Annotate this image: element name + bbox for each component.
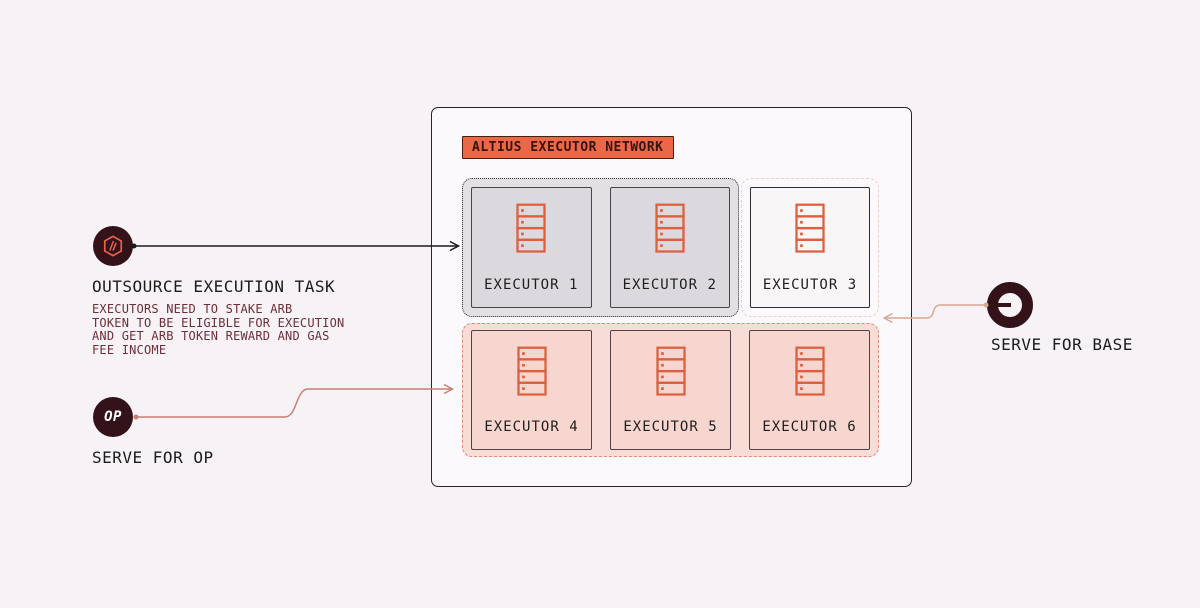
- executor-group-3: EXECUTOR 4 EXECUTOR 5 EX: [462, 323, 879, 457]
- outsource-connector: [131, 240, 461, 252]
- base-icon: [987, 282, 1033, 328]
- serve-for-op-label: SERVE FOR OP: [92, 448, 214, 467]
- op-icon: OP: [93, 397, 133, 437]
- executor-label: EXECUTOR 6: [762, 419, 857, 435]
- arbitrum-logo-icon: [103, 235, 123, 257]
- executor-card-5: EXECUTOR 5: [610, 330, 731, 450]
- executor-network-box: ALTIUS EXECUTOR NETWORK EXECUTOR 1: [431, 107, 912, 487]
- server-icon: [516, 203, 546, 253]
- executor-card-3: EXECUTOR 3: [750, 187, 870, 308]
- executor-group-2: EXECUTOR 3: [741, 178, 879, 317]
- server-icon: [795, 203, 825, 253]
- executor-label: EXECUTOR 1: [484, 277, 579, 293]
- executor-label: EXECUTOR 5: [623, 419, 718, 435]
- executor-card-6: EXECUTOR 6: [749, 330, 870, 450]
- server-icon: [794, 346, 825, 396]
- arbitrum-icon: [93, 226, 133, 266]
- base-icon-bar: [996, 303, 1011, 307]
- executor-label: EXECUTOR 4: [484, 419, 579, 435]
- executor-card-1: EXECUTOR 1: [471, 187, 592, 308]
- executor-card-4: EXECUTOR 4: [471, 330, 592, 450]
- outsource-description: EXECUTORS NEED TO STAKE ARB TOKEN TO BE …: [92, 302, 345, 357]
- serve-for-base-label: SERVE FOR BASE: [991, 335, 1133, 354]
- executor-card-2: EXECUTOR 2: [609, 187, 730, 308]
- executor-group-1: EXECUTOR 1 EXECUTOR 2: [462, 178, 739, 317]
- outsource-title: OUTSOURCE EXECUTION TASK: [92, 277, 336, 296]
- server-icon: [655, 346, 686, 396]
- executor-label: EXECUTOR 2: [622, 277, 717, 293]
- executor-label: EXECUTOR 3: [762, 277, 858, 293]
- server-icon: [516, 346, 547, 396]
- network-badge: ALTIUS EXECUTOR NETWORK: [462, 136, 674, 159]
- op-icon-label: OP: [104, 409, 122, 425]
- server-icon: [655, 203, 685, 253]
- op-connector: [133, 383, 455, 420]
